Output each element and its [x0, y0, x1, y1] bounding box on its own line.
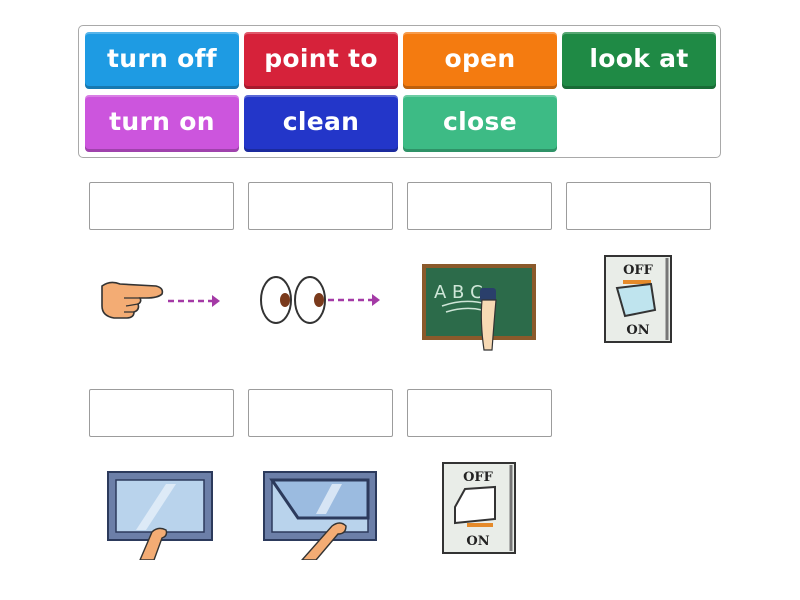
word-tile-clean[interactable]: clean — [244, 95, 398, 152]
closing-window-icon — [107, 471, 213, 560]
word-tile-close[interactable]: close — [403, 95, 557, 152]
svg-text:ON: ON — [626, 323, 649, 338]
word-bank: turn off point to open look at turn on c… — [78, 25, 721, 158]
opening-window-icon — [263, 471, 377, 560]
light-switch-off-icon: OFF ON — [604, 255, 672, 343]
svg-text:ON: ON — [466, 534, 489, 549]
drop-zone-5[interactable] — [89, 389, 234, 437]
word-tile-turn-off[interactable]: turn off — [85, 32, 239, 89]
word-tile-open[interactable]: open — [403, 32, 557, 89]
cleaning-blackboard-icon: A B C — [422, 264, 536, 351]
word-tile-look-at[interactable]: look at — [562, 32, 716, 89]
pointing-hand-icon — [101, 281, 220, 319]
svg-text:OFF: OFF — [623, 263, 654, 278]
word-tile-point-to[interactable]: point to — [244, 32, 398, 89]
svg-text:OFF: OFF — [463, 470, 494, 485]
drop-zone-7[interactable] — [407, 389, 552, 437]
drop-zone-6[interactable] — [248, 389, 393, 437]
drop-zone-4[interactable] — [566, 182, 711, 230]
drop-zone-2[interactable] — [248, 182, 393, 230]
eyes-looking-icon — [260, 276, 380, 324]
word-tile-turn-on[interactable]: turn on — [85, 95, 239, 152]
drop-zone-1[interactable] — [89, 182, 234, 230]
light-switch-on-icon: OFF ON — [442, 462, 516, 554]
board-text: A B C — [434, 282, 483, 303]
drop-zone-3[interactable] — [407, 182, 552, 230]
